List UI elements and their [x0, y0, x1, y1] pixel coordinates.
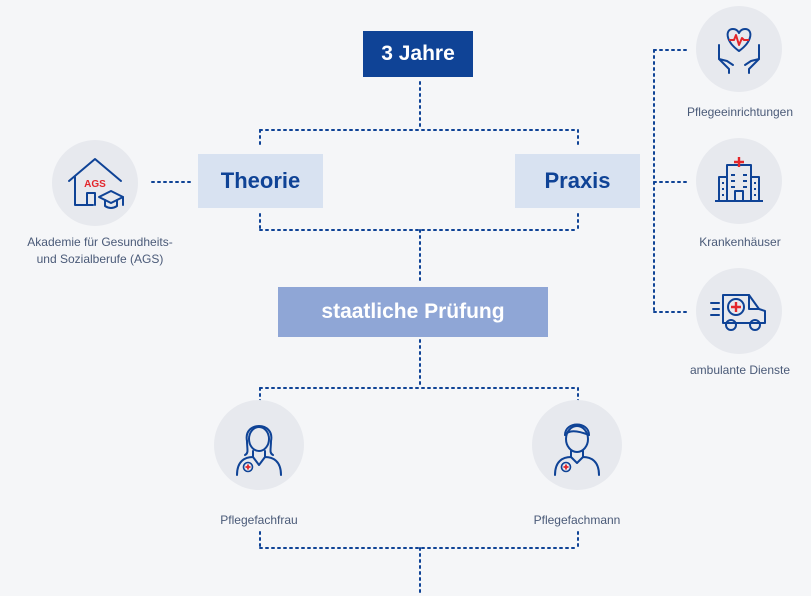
practice-site-label-ambulance: ambulante Dienste — [689, 363, 791, 377]
school-badge: AGS — [84, 179, 106, 190]
duration-label: 3 Jahre — [381, 42, 455, 65]
ambulance-icon — [710, 294, 766, 331]
school-caption-line2: und Sozialberufe (AGS) — [36, 252, 164, 266]
practice-box: Praxis — [515, 154, 640, 208]
exam-box: staatliche Prüfung — [278, 287, 548, 337]
outcome-label-female: Pflegefachfrau — [220, 513, 298, 527]
male-nurse-icon — [554, 423, 600, 476]
school-house-icon: AGS — [68, 158, 124, 209]
heart-hands-icon — [718, 28, 760, 74]
hospital-building-icon — [715, 157, 763, 202]
practice-site-label-hospital: Krankenhäuser — [699, 235, 781, 249]
school-caption: Akademie für Gesundheits- und Sozialberu… — [0, 234, 200, 268]
theory-label: Theorie — [220, 168, 301, 193]
outcome-label-male: Pflegefachmann — [533, 513, 621, 527]
female-nurse-icon — [236, 425, 282, 476]
care-facility-icon-circle — [696, 6, 782, 92]
ambulance-icon-circle — [696, 268, 782, 354]
school-caption-line1: Akademie für Gesundheits- — [27, 235, 173, 249]
theory-box: Theorie — [198, 154, 323, 208]
practice-label: Praxis — [544, 168, 611, 193]
practice-site-label-care: Pflegeeinrichtungen — [686, 105, 794, 119]
hospital-icon-circle — [696, 138, 782, 224]
school-icon-circle: AGS — [52, 140, 138, 226]
duration-box: 3 Jahre — [363, 31, 473, 77]
exam-label: staatliche Prüfung — [321, 300, 505, 323]
female-nurse-icon-circle — [214, 400, 304, 490]
male-nurse-icon-circle — [532, 400, 622, 490]
